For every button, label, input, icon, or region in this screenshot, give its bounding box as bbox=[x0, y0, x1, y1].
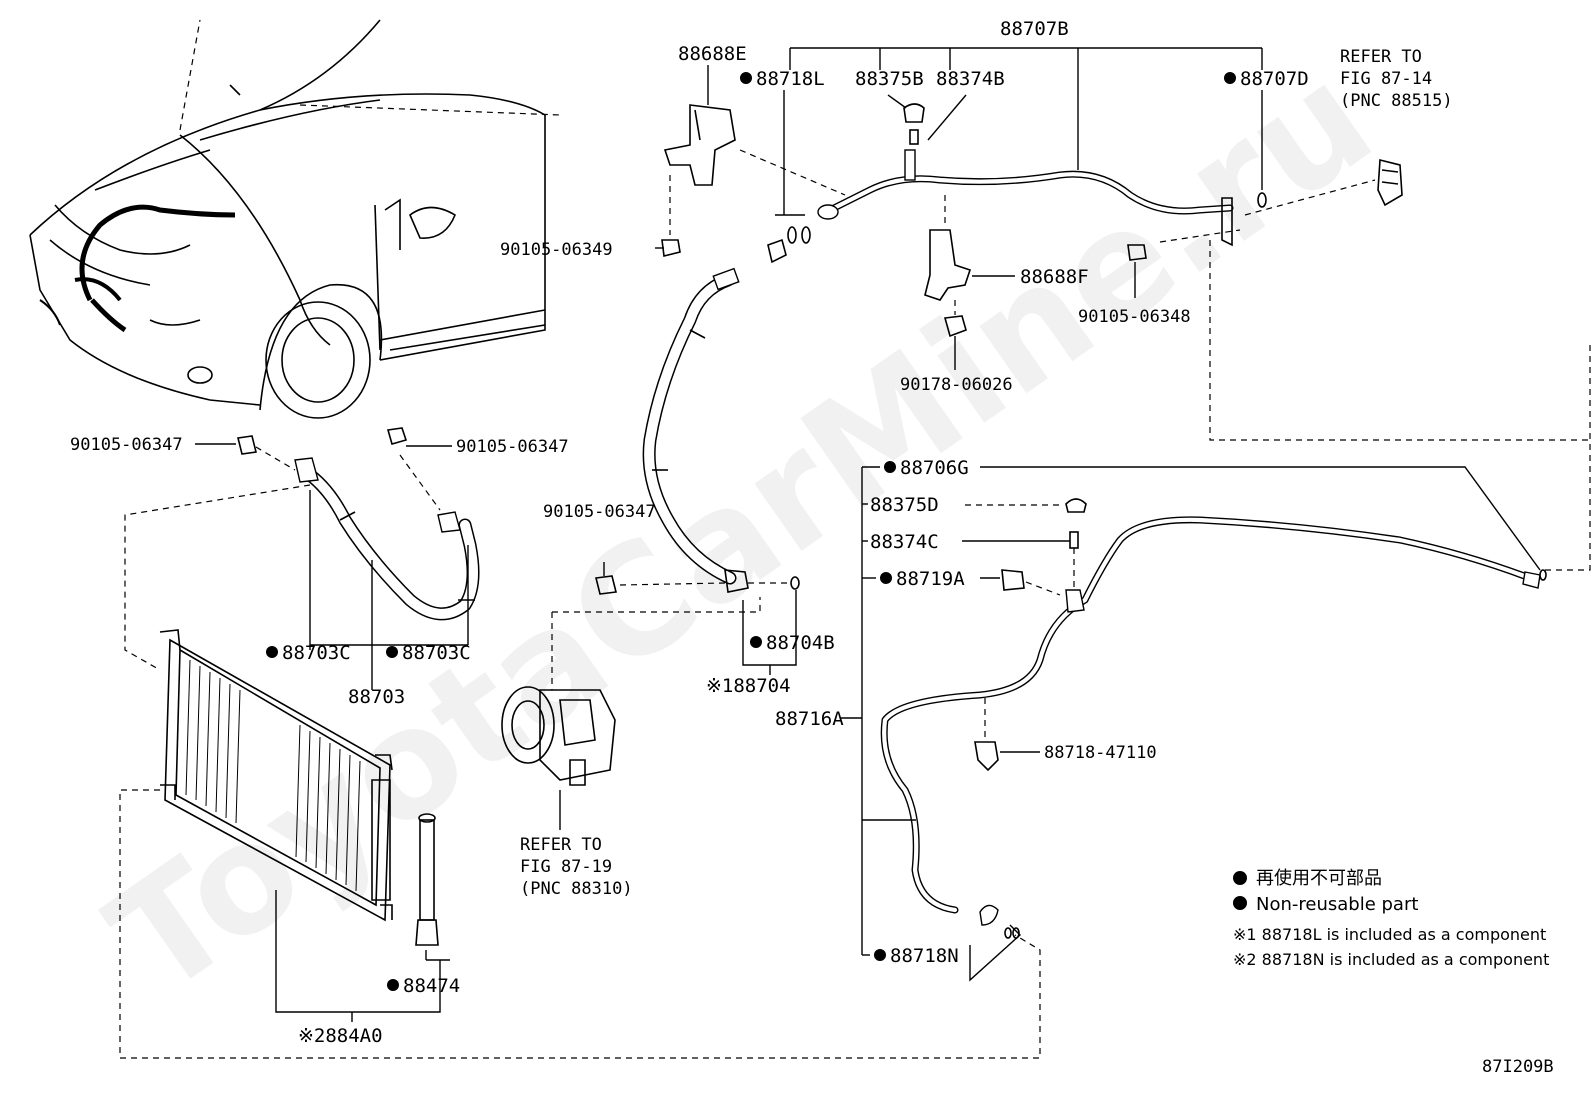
label-90105-06347-a: 90105-06347 bbox=[70, 435, 183, 455]
bolt-90105-06348 bbox=[1127, 244, 1147, 298]
refer-to-2-line2: FIG 87-19 bbox=[520, 857, 612, 877]
cap-valve-88375B-88374B bbox=[887, 94, 967, 145]
legend-en: Non-reusable part bbox=[1256, 894, 1418, 915]
figure-code: 87I209B bbox=[1482, 1057, 1554, 1077]
sensor-88719A bbox=[1001, 569, 1061, 596]
label-88375D: 88375D bbox=[870, 494, 939, 516]
label-88374B: 88374B bbox=[936, 68, 1005, 90]
label-88375B: 88375B bbox=[855, 68, 924, 90]
label-90105-06349: 90105-06349 bbox=[500, 240, 613, 260]
bracket-88688F bbox=[924, 195, 972, 315]
watermark: ToyotaCarMine.ru bbox=[81, 32, 1403, 1030]
liquid-pipe-88716A bbox=[880, 516, 1541, 926]
bolt-90105-06347-b bbox=[386, 427, 452, 511]
bolt-90105-06349 bbox=[655, 239, 681, 257]
label-88474: 88474 bbox=[403, 975, 460, 997]
discharge-pipe-88707B bbox=[817, 149, 1234, 247]
label-88718-47110: 88718-47110 bbox=[1044, 743, 1157, 763]
bolt-90105-06347-c bbox=[595, 562, 617, 595]
bracket-88688E bbox=[663, 104, 736, 235]
nut-90178-06026 bbox=[943, 315, 967, 370]
refer-to-1-line1: REFER TO bbox=[1340, 47, 1422, 67]
label-884A0: ※2884A0 bbox=[298, 1025, 383, 1047]
refer-to-1-line3: (PNC 88515) bbox=[1340, 91, 1453, 111]
discharge-hose-88703 bbox=[294, 457, 480, 621]
o-ring-88718L bbox=[740, 72, 811, 264]
label-88703C-b: 88703C bbox=[402, 642, 471, 664]
label-90105-06348: 90105-06348 bbox=[1078, 307, 1191, 327]
dryer-88474 bbox=[415, 813, 439, 946]
refer-to-2-line1: REFER TO bbox=[520, 835, 602, 855]
label-88718L: 88718L bbox=[756, 68, 825, 90]
label-88706G: 88706G bbox=[900, 457, 969, 479]
bolt-90105-06347-a bbox=[237, 435, 296, 471]
legend: 再使用不可部品 Non-reusable part ※1 88718L is i… bbox=[1233, 868, 1549, 969]
clamp-88718-47110 bbox=[974, 698, 999, 772]
condenser-884A0 bbox=[159, 629, 393, 922]
refer-to-2-line3: (PNC 88310) bbox=[520, 879, 633, 899]
compressor bbox=[501, 686, 616, 830]
label-90178-06026: 90178-06026 bbox=[900, 375, 1013, 395]
legend-note-2: ※2 88718N is included as a component bbox=[1233, 950, 1549, 969]
label-88704B: 88704B bbox=[766, 632, 835, 654]
label-90105-06347-b: 90105-06347 bbox=[456, 437, 569, 457]
label-88374C: 88374C bbox=[870, 531, 939, 553]
label-88719A: 88719A bbox=[896, 568, 965, 590]
label-90105-06347-c: 90105-06347 bbox=[543, 502, 656, 522]
label-88716A: 88716A bbox=[775, 708, 844, 730]
label-88703C-a: 88703C bbox=[282, 642, 351, 664]
suction-hose-88704 bbox=[642, 267, 749, 593]
label-88704: ※188704 bbox=[706, 675, 791, 697]
label-88688F: 88688F bbox=[1020, 266, 1089, 288]
label-88718N: 88718N bbox=[890, 945, 959, 967]
label-88688E: 88688E bbox=[678, 43, 747, 65]
vehicle-illustration bbox=[29, 19, 561, 419]
label-88703: 88703 bbox=[348, 686, 405, 708]
receiver-88515 bbox=[1377, 158, 1403, 207]
legend-jp: 再使用不可部品 bbox=[1256, 868, 1382, 889]
label-88707D: 88707D bbox=[1240, 68, 1309, 90]
refer-to-1-line2: FIG 87-14 bbox=[1340, 69, 1432, 89]
label-88707B: 88707B bbox=[1000, 18, 1069, 40]
legend-note-1: ※1 88718L is included as a component bbox=[1233, 925, 1546, 944]
